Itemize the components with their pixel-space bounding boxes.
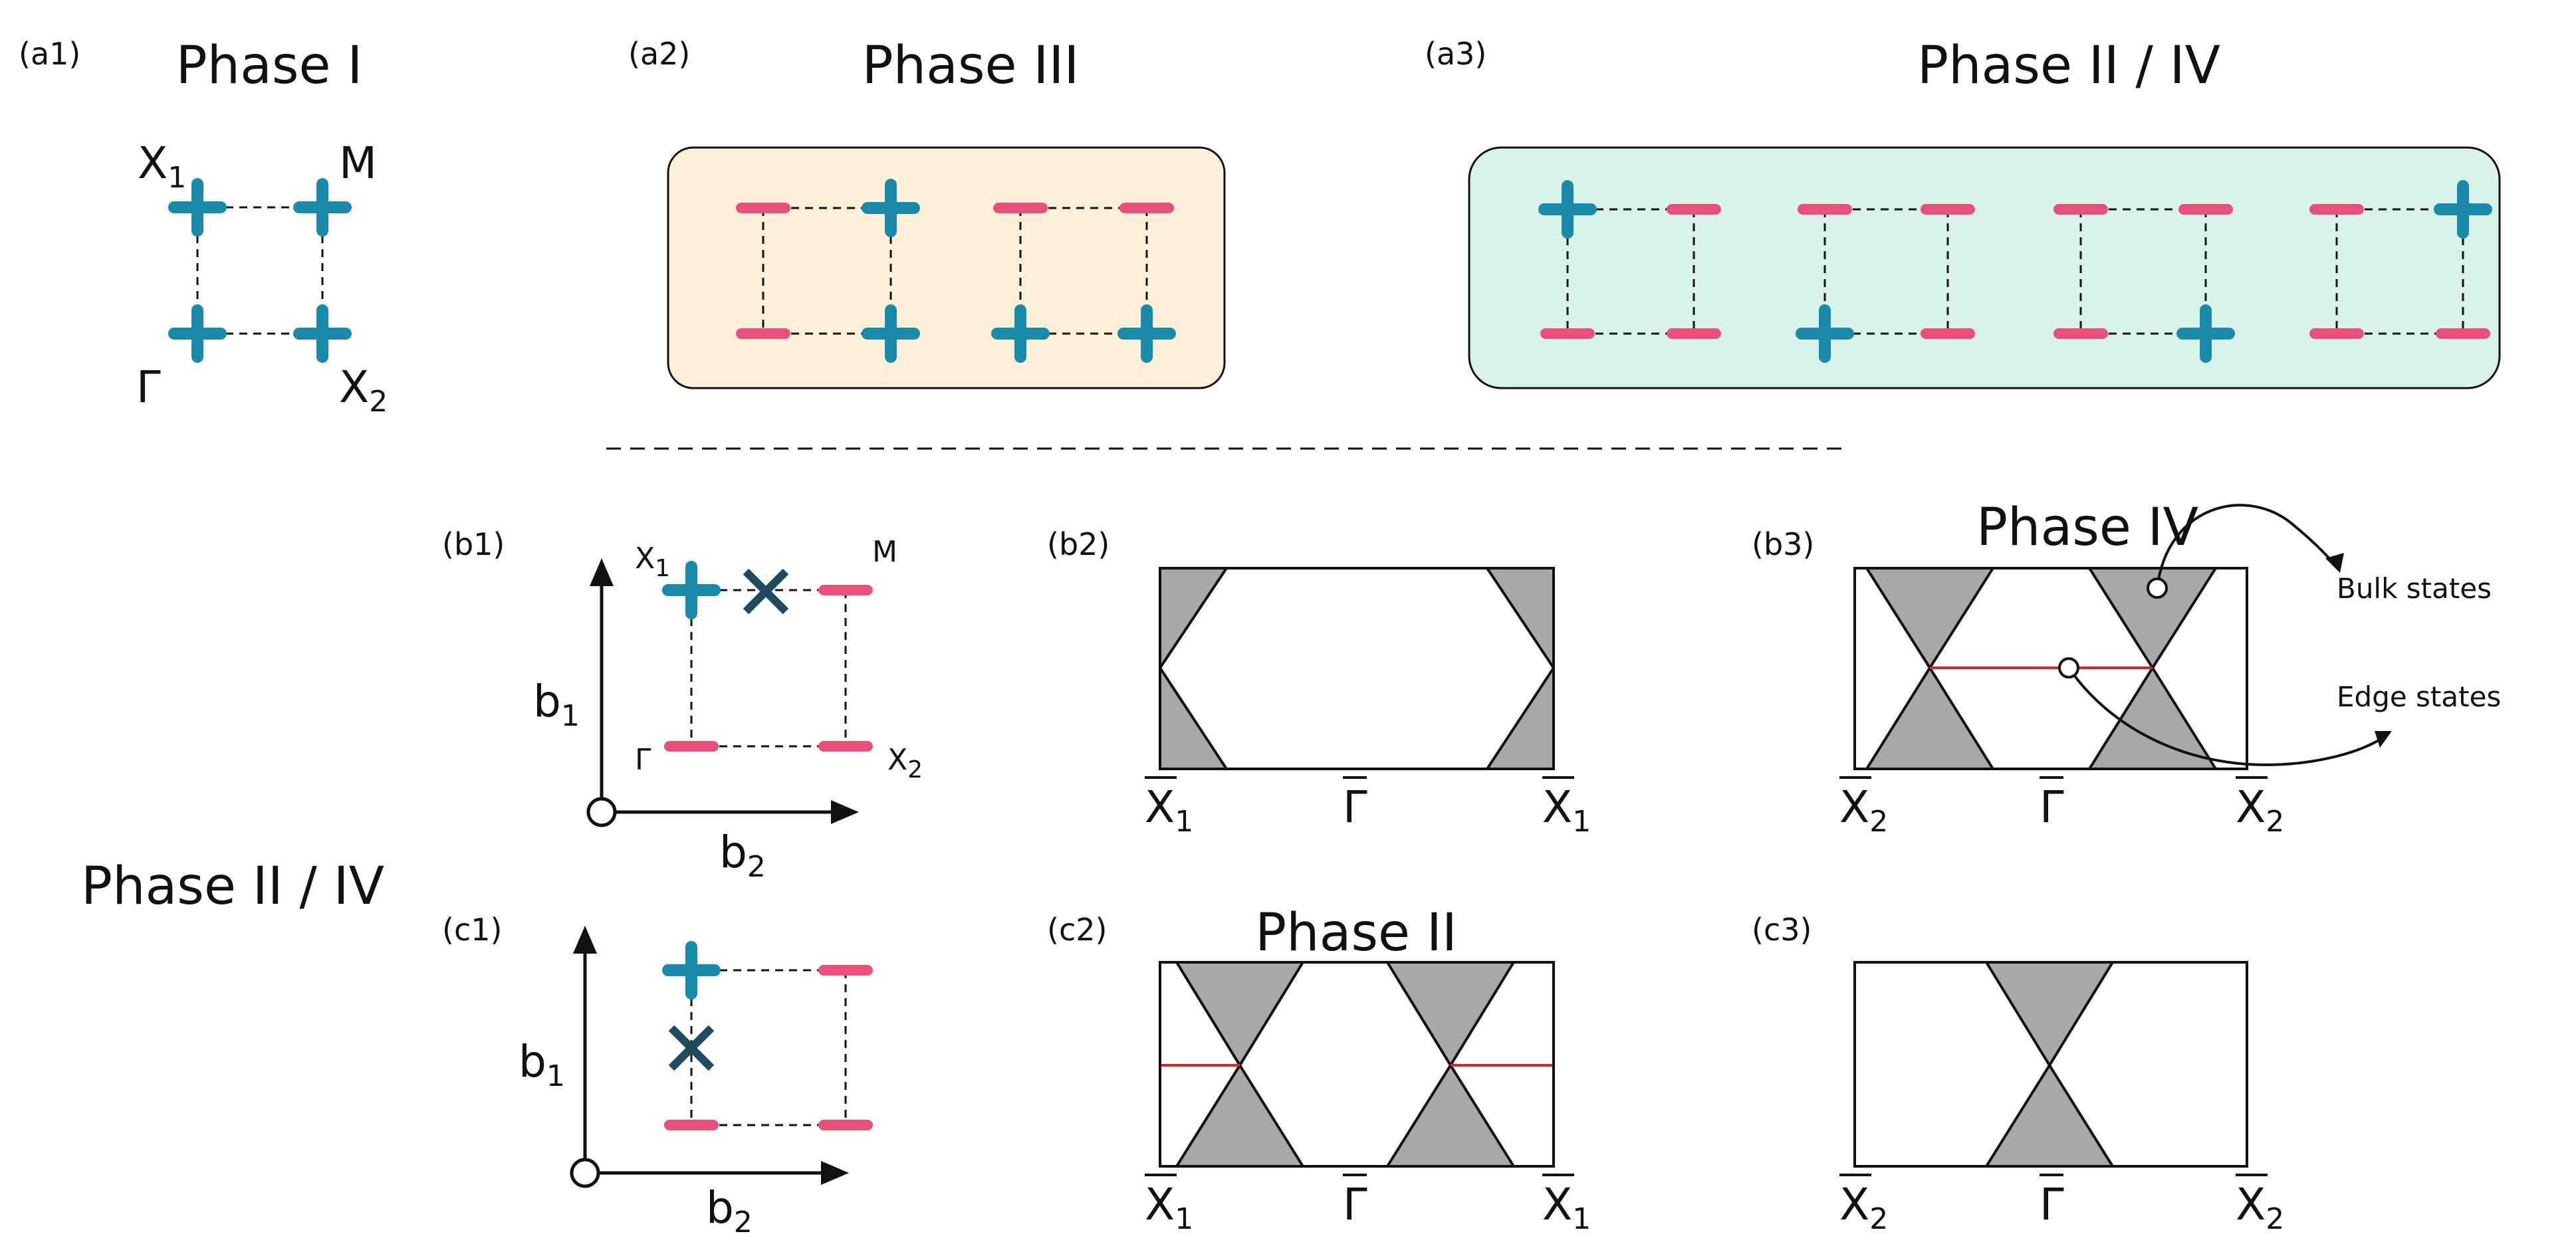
- b2-tick-x1-left: X1: [1145, 782, 1193, 839]
- panel-tag-b3: (b3): [1752, 526, 1814, 562]
- b1-cross-marker: [743, 568, 789, 615]
- b1-lattice: [662, 561, 873, 752]
- b3-axis-labels: X2 Γ X2: [1839, 776, 2284, 839]
- c1-axis-b1-label: b1: [519, 1036, 565, 1093]
- plus-gamma: [168, 304, 227, 363]
- side-title-phase-ii-iv: Phase II / IV: [81, 857, 384, 916]
- panel-tag-a3: (a3): [1425, 36, 1486, 72]
- c1-axis-b2-label: b2: [706, 1182, 753, 1239]
- b3-annotations: Bulk states Edge states: [2058, 504, 2501, 766]
- title-phase-iii: Phase III: [862, 36, 1080, 96]
- bulk-state-marker: [2147, 577, 2168, 599]
- b1-label-x2: X2: [887, 743, 923, 784]
- label-m: M: [339, 138, 377, 189]
- c2-spectrum: [1159, 961, 1555, 1168]
- label-gamma: Γ: [136, 362, 161, 413]
- panel-tag-b2: (b2): [1047, 526, 1110, 562]
- b1-label-x1: X1: [635, 542, 670, 582]
- a3-lattices: [1538, 180, 2492, 363]
- label-x2: X2: [339, 362, 388, 419]
- panel-tag-b1: (b1): [442, 526, 505, 562]
- panel-tag-c3: (c3): [1752, 912, 1812, 948]
- c3-spectrum: [1853, 961, 2248, 1168]
- c3-tick-x2-left: X2: [1839, 1179, 1888, 1236]
- b2-spectrum: [1159, 567, 1555, 770]
- plus-x1: [168, 178, 227, 237]
- b3-tick-gamma: Γ: [2040, 782, 2064, 833]
- a1-lattice: [168, 178, 352, 363]
- c2-tick-x1-left: X1: [1145, 1179, 1193, 1236]
- b2-tick-gamma: Γ: [1343, 782, 1367, 833]
- c1-lattice: [662, 941, 873, 1130]
- c1-cross-marker: [668, 1025, 715, 1071]
- b1-label-m: M: [872, 535, 897, 569]
- b1-label-gamma: Γ: [635, 743, 651, 777]
- panel-tag-c1: (c1): [442, 912, 502, 948]
- b3-spectrum: [1853, 567, 2248, 770]
- label-edge-states: Edge states: [2337, 680, 2501, 713]
- c3-tick-gamma: Γ: [2040, 1179, 2064, 1230]
- b3-tick-x2-right: X2: [2236, 782, 2284, 839]
- plus-x2: [293, 304, 352, 363]
- c2-tick-x1-right: X1: [1542, 1179, 1591, 1236]
- edge-state-marker: [2058, 657, 2079, 679]
- b1-axis-b2-label: b2: [719, 827, 766, 884]
- label-x1: X1: [138, 138, 186, 195]
- label-bulk-states: Bulk states: [2337, 572, 2492, 605]
- title-phase-ii: Phase II: [1255, 903, 1457, 963]
- b1-axis-b1-label: b1: [533, 676, 580, 733]
- c2-axis-labels: X1 Γ X1: [1145, 1174, 1591, 1236]
- title-phase-ii-iv: Phase II / IV: [1917, 36, 2220, 96]
- panel-tag-a2: (a2): [628, 36, 690, 72]
- title-phase-iv: Phase IV: [1976, 498, 2198, 558]
- c2-tick-gamma: Γ: [1343, 1179, 1367, 1230]
- b2-tick-x1-right: X1: [1542, 782, 1591, 839]
- panel-tag-a1: (a1): [19, 36, 80, 72]
- c3-tick-x2-right: X2: [2236, 1179, 2284, 1236]
- b2-axis-labels: X1 Γ X1: [1145, 776, 1591, 839]
- b1-axes: [586, 558, 859, 827]
- phase-ii-iv-box: [1468, 146, 2501, 389]
- title-phase-i: Phase I: [176, 36, 363, 96]
- panel-tag-c2: (c2): [1047, 912, 1107, 948]
- c1-axes: [570, 926, 849, 1188]
- plus-m: [293, 178, 352, 237]
- b3-tick-x2-left: X2: [1839, 782, 1888, 839]
- a2-lattices: [736, 179, 1176, 363]
- c3-axis-labels: X2 Γ X2: [1839, 1174, 2284, 1236]
